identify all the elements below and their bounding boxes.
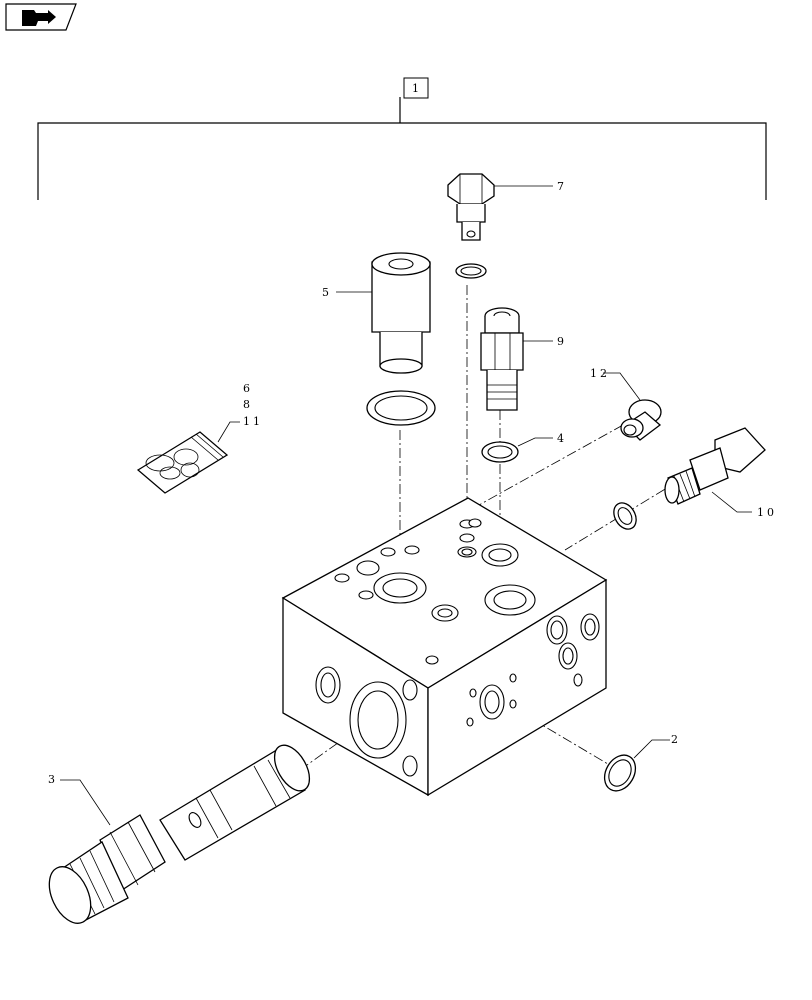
callout-8: 8 [243,398,250,411]
valve-9 [480,307,524,411]
plug-12 [620,399,662,441]
plug-7 [447,173,495,279]
o-ring-10 [613,502,637,530]
leader-lines [60,185,752,826]
seal-ring-5 [366,390,436,426]
callout-5: 5 [322,286,329,299]
valve-block [281,497,608,797]
callout-10: 10 [757,506,777,519]
assembly-bracket: 1 [37,77,767,200]
nav-button-frame [5,3,77,31]
callout-11: 11 [243,415,263,428]
fitting-10 [664,427,766,505]
callout-3: 3 [48,773,55,786]
cartridge-valve-3 [48,744,311,924]
next-page-arrow-icon [22,10,56,26]
callout-1-box [403,77,429,99]
callouts: 5 7 9 4 12 10 2 3 6 8 11 [48,180,777,786]
seal-kit-6-8-11 [136,431,229,494]
callout-2: 2 [671,733,678,746]
callout-1: 1 [412,82,419,95]
plug-5 [371,252,431,374]
callout-12: 12 [590,367,610,380]
o-ring-4 [481,441,519,463]
next-page-button[interactable] [5,3,77,31]
callout-7: 7 [557,180,564,193]
o-ring-2 [603,754,637,792]
callout-9: 9 [557,335,564,348]
callout-6: 6 [243,382,250,395]
callout-4: 4 [557,432,564,445]
